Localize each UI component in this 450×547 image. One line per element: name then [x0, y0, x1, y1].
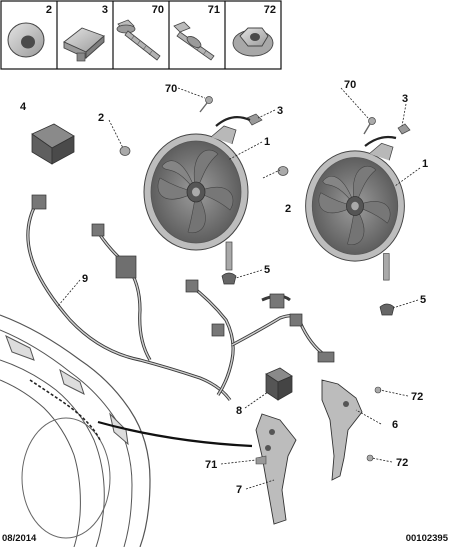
callout-72-lower: 72	[396, 457, 408, 469]
hardware-parts	[119, 96, 411, 316]
header-part-number: 70	[152, 4, 164, 16]
clip-3-left	[246, 113, 263, 126]
leader-lines	[57, 87, 421, 490]
callout-1-right: 1	[422, 158, 428, 170]
header-part-number: 72	[264, 4, 276, 16]
callout-70-left: 70	[165, 83, 177, 95]
flange-nut-icon	[232, 27, 274, 57]
relay-module[interactable]	[31, 123, 75, 165]
radiator-frame	[0, 314, 151, 547]
flat-washer-icon	[7, 22, 45, 58]
header-part-number: 3	[102, 4, 108, 16]
callout-2-left: 2	[98, 112, 104, 124]
wiring-harness[interactable]	[26, 194, 335, 401]
callout-3-right: 3	[402, 93, 408, 105]
callout-8: 8	[236, 405, 242, 417]
footer-date: 08/2014	[2, 533, 37, 544]
clip-nut-icon	[63, 27, 105, 62]
fan-assembly-right[interactable]	[305, 142, 405, 281]
foot-5-left	[221, 272, 237, 285]
callout-labels: 70 3 2 1 5 70 3 2 1 5 4 9 8 6 72 72 71 7	[20, 79, 428, 496]
washer-2-left	[119, 146, 131, 156]
callout-4: 4	[20, 101, 27, 113]
screw-70-left	[199, 96, 213, 113]
footer-reference: 00102395	[406, 533, 449, 544]
header-cell-stud-bolt[interactable]: 71	[173, 4, 220, 61]
foot-5-right	[379, 303, 395, 316]
header-cell-washer[interactable]: 2	[7, 4, 52, 58]
header-cell-flange-nut[interactable]: 72	[232, 4, 276, 57]
screw-70-right	[363, 117, 376, 135]
header-cell-flange-screw[interactable]: 70	[116, 4, 164, 61]
callout-9: 9	[82, 273, 88, 285]
fan-assembly-left[interactable]	[143, 125, 249, 271]
callout-6: 6	[392, 419, 398, 431]
washer-2-right	[277, 166, 289, 176]
header-parts-strip: 2 3 70	[0, 0, 282, 70]
callout-71: 71	[205, 459, 217, 471]
header-border	[0, 0, 282, 70]
callout-5-left: 5	[264, 264, 270, 276]
callout-72-upper: 72	[411, 391, 423, 403]
callout-3-left: 3	[277, 105, 283, 117]
bracket-right[interactable]	[321, 379, 363, 481]
stud-bolt-icon	[173, 21, 215, 61]
frame-leader	[97, 420, 253, 448]
callout-7: 7	[236, 484, 242, 496]
header-part-number: 71	[208, 4, 220, 16]
header-part-number: 2	[46, 4, 52, 16]
clip-3-right	[397, 123, 411, 135]
bracket-hardware	[255, 386, 382, 465]
callout-70-right: 70	[344, 79, 356, 91]
callout-5-right: 5	[420, 294, 426, 306]
callout-2-right: 2	[285, 203, 291, 215]
callout-1-left: 1	[264, 136, 270, 148]
flange-screw-icon	[116, 19, 161, 61]
header-cell-clip-nut[interactable]: 3	[63, 4, 108, 62]
resistor[interactable]	[265, 367, 293, 401]
bracket-left[interactable]	[255, 413, 297, 525]
